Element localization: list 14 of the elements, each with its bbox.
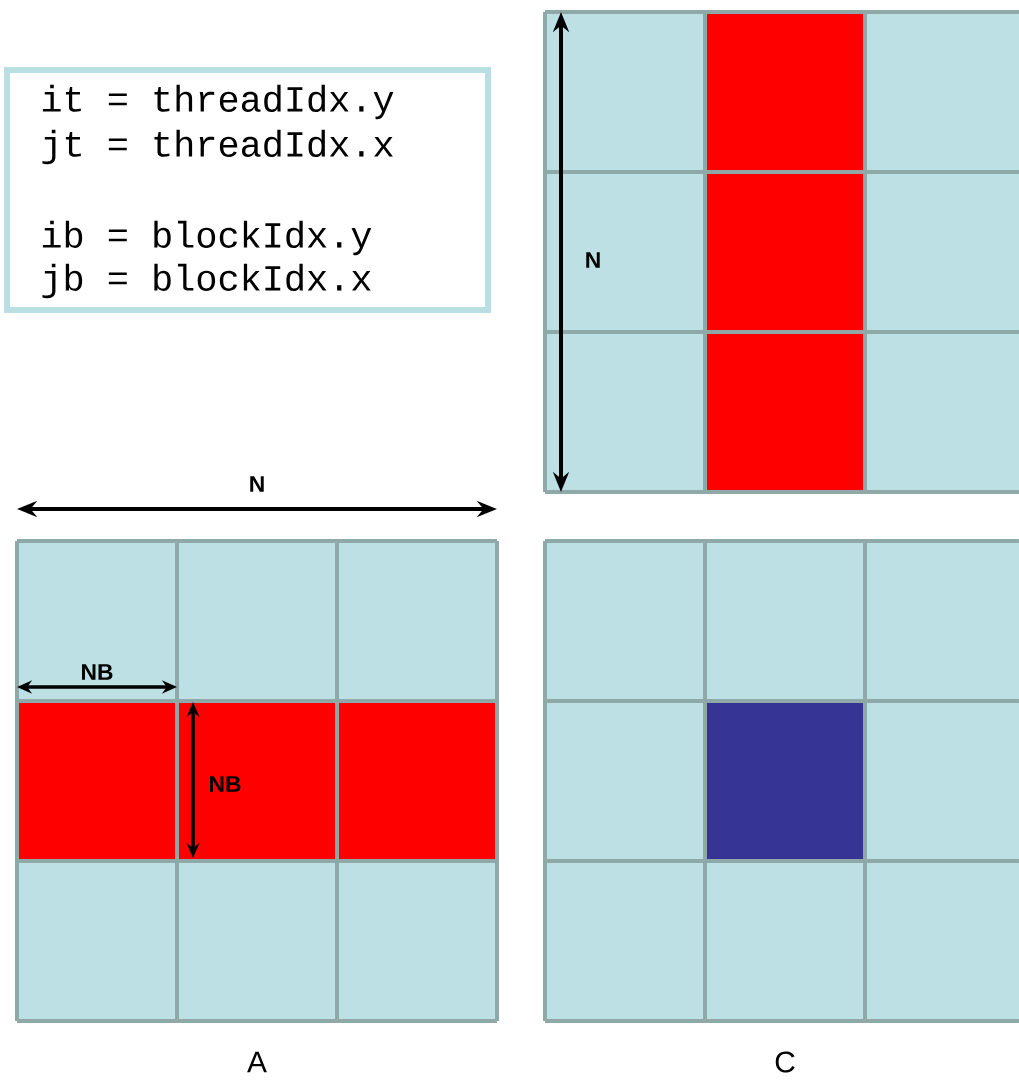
- matrix-grid: [543, 539, 1019, 1023]
- dimension-label: NB: [82, 664, 113, 680]
- code-line: ib = blockIdx.y: [42, 220, 372, 256]
- code-line: jt = threadIdx.x: [42, 129, 393, 165]
- matrix-name: C: [775, 1051, 795, 1073]
- matrix-grid: [15, 539, 499, 1023]
- code-box: [4, 67, 491, 313]
- code-line: jb = blockIdx.x: [42, 263, 371, 299]
- dimension-label: N: [586, 252, 600, 268]
- matrix-name: A: [247, 1051, 267, 1073]
- dimension-label: NB: [210, 776, 241, 792]
- code-line: it = threadIdx.y: [42, 84, 394, 120]
- dimension-label: N: [250, 476, 264, 492]
- matrix-grid: [543, 10, 1019, 494]
